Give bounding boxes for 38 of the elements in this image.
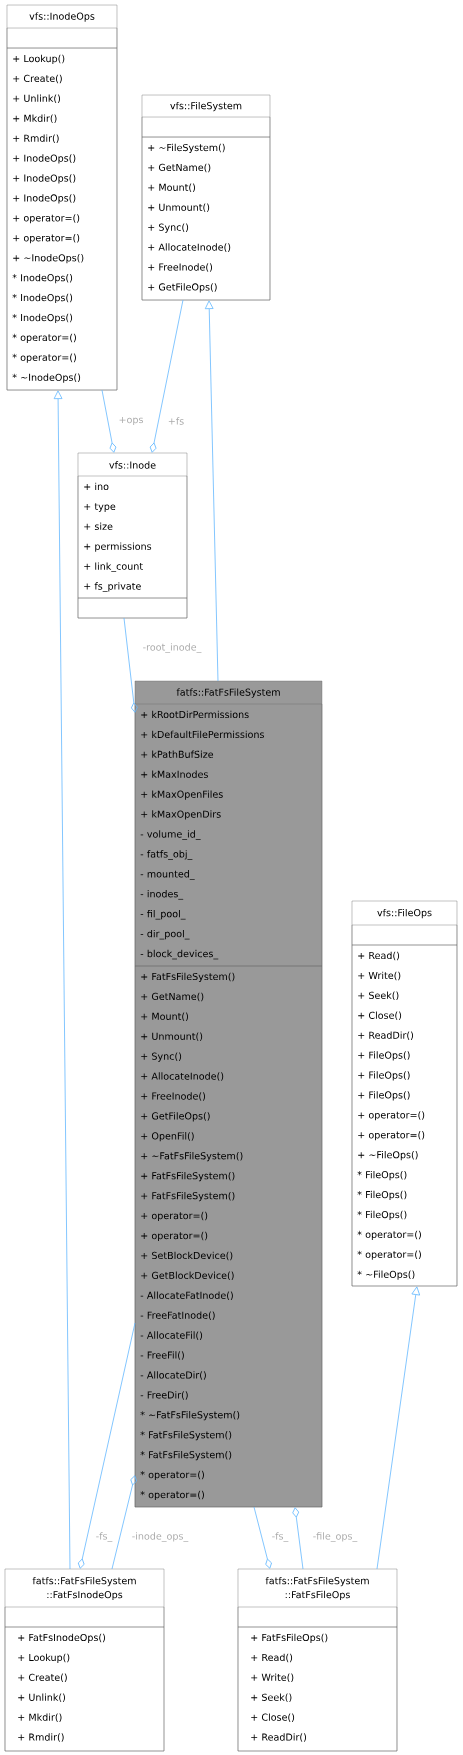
edge-label: -root_inode_ — [141, 642, 203, 654]
aggregation-line — [149, 299, 184, 453]
edge-label: +ops — [117, 416, 145, 426]
class-name: fatfs::FatFsFileSystem ::FatFsFileOps — [265, 1576, 369, 1601]
edge-label: -fs_ — [270, 1531, 290, 1543]
edge-label: -inode_ops_ — [130, 1531, 190, 1543]
class-name: vfs::InodeOps — [29, 12, 95, 22]
aggregation-line — [292, 1507, 304, 1570]
inheritance-arrow — [376, 1286, 421, 1570]
edge-label: +fs — [166, 416, 186, 426]
inheritance-arrow — [204, 300, 219, 682]
class-name: fatfs::FatFsFileSystem — [176, 688, 280, 698]
class-name: fatfs::FatFsFileSystem ::FatFsInodeOps — [32, 1576, 136, 1601]
edge-label: -file_ops_ — [311, 1531, 359, 1543]
empty-compartment — [6, 27, 118, 49]
member-list: + ino + type + size + permissions + link_count + fs_private — [77, 475, 188, 599]
member-list: + FatFsFileSystem() + GetName() + Mount() + Unmount() + Sync() + AllocateInode() + FreeInode() + GetFileOps() + OpenFil() + ~FatFsFileSystem() + FatFsFileSystem() + FatFsFileSystem() + operator=() + operator=() + SetBlockDevice() + GetBlockDevice() - AllocateFatInode() - FreeFatInode() - AllocateFil() - FreeFil() - AllocateDir() - FreeDir() * ~FatFsFileSystem() * FatFsFileSystem() * FatFsFileSystem() * operator=() * operator=() — [134, 965, 323, 1508]
aggregation-line — [77, 1322, 136, 1569]
edge-label: -fs_ — [94, 1531, 114, 1543]
class-name: vfs::Inode — [109, 461, 156, 469]
aggregation-line — [123, 617, 138, 713]
member-list: + Lookup() + Create() + Unlink() + Mkdir() + Rmdir() + InodeOps() + InodeOps() + InodeOps() + operator=() + operator=() + ~InodeOps() * InodeOps() * InodeOps() * InodeOps() * operator=() * operator=() * ~InodeOps() — [6, 47, 118, 391]
member-list: + FatFsInodeOps() + Lookup() + Create() + Unlink() + Mkdir() + Rmdir() — [4, 1626, 165, 1752]
inheritance-arrow — [53, 390, 71, 1570]
empty-compartment — [351, 924, 458, 946]
empty-compartment — [237, 1606, 398, 1628]
aggregation-line — [253, 1506, 272, 1569]
aggregation-line — [111, 1475, 138, 1570]
empty-compartment — [77, 597, 188, 619]
member-list: + ~FileSystem() + GetName() + Mount() + Unmount() + Sync() + AllocateInode() + FreeInode() + GetFileOps() — [141, 136, 271, 301]
empty-compartment — [141, 116, 271, 138]
aggregation-line — [101, 389, 117, 453]
class-name: vfs::FileSystem — [170, 101, 242, 112]
class-name: vfs::FileOps — [377, 908, 432, 919]
empty-compartment — [4, 1606, 165, 1628]
member-list: + kRootDirPermissions + kDefaultFilePermissions + kPathBufSize + kMaxInodes + kMaxOpenFiles + kMaxOpenDirs - volume_id_ - fatfs_obj_ - mounted_ - inodes_ - fil_pool_ - dir_pool_ - block_devices_ — [134, 703, 323, 967]
member-list: + Read() + Write() + Seek() + Close() + ReadDir() + FileOps() + FileOps() + FileOps() + operator=() + operator=() + ~FileOps() * FileOps() * FileOps() * FileOps() * operator=() * operator=() * ~FileOps() — [351, 944, 458, 1287]
member-list: + FatFsFileOps() + Read() + Write() + Seek() + Close() + ReadDir() — [237, 1626, 398, 1752]
